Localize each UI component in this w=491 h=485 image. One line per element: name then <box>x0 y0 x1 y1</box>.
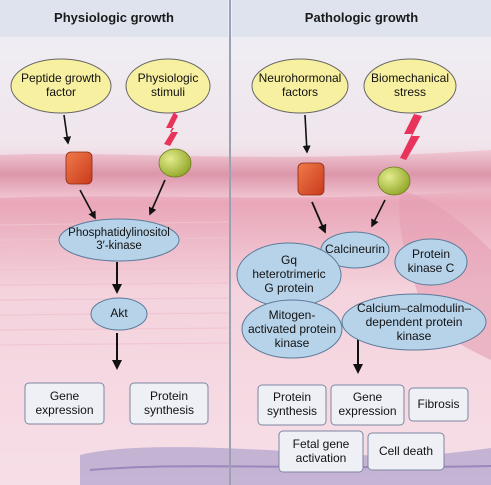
arrow-icon <box>148 179 166 216</box>
outcome-left-protein-synthesis: Protein synthesis <box>143 388 195 417</box>
header-physiologic-growth: Physiologic growth <box>54 10 174 26</box>
outcome-fibrosis: Fibrosis <box>417 396 460 411</box>
arrow-icon <box>371 199 386 228</box>
node-pi3k: Phosphatidylinositol 3′-kinase <box>68 226 170 252</box>
ion-channel-icon <box>158 148 192 178</box>
node-protein-kinase-c: Protein kinase C <box>407 247 455 275</box>
receptor-icon <box>297 162 325 196</box>
ion-channel-icon <box>377 166 411 196</box>
outcome-fetal-gene-activation: Fetal gene activation <box>292 436 350 465</box>
node-akt: Akt <box>110 306 128 321</box>
lightning-icon <box>400 114 422 160</box>
receptor-icon <box>65 151 93 185</box>
node-mapk: Mitogen- activated protein kinase <box>247 308 337 350</box>
outcome-cell-death: Cell death <box>378 443 434 458</box>
header-pathologic-growth: Pathologic growth <box>304 10 419 26</box>
stimulus-physiologic: Physiologic stimuli <box>137 71 199 99</box>
arrow-icon <box>302 114 311 154</box>
arrow-icon <box>63 114 72 145</box>
arrow-icon <box>79 189 96 220</box>
outcome-right-protein-synthesis: Protein synthesis <box>266 390 318 418</box>
stimulus-biomechanical: Biomechanical stress <box>370 71 450 99</box>
stimulus-neurohormonal: Neurohormonal factors <box>258 71 342 99</box>
node-gq-protein: Gq heterotrimeric G protein <box>252 253 326 295</box>
outcome-right-gene-expression: Gene expression <box>338 390 397 418</box>
lightning-icon <box>164 112 178 146</box>
stimulus-peptide-growth-factor: Peptide growth factor <box>20 71 102 99</box>
arrow-icon <box>311 201 327 234</box>
node-camk: Calcium–calmodulin– dependent protein ki… <box>356 301 472 343</box>
node-calcineurin: Calcineurin <box>324 242 386 257</box>
outcome-left-gene-expression: Gene expression <box>35 388 94 417</box>
